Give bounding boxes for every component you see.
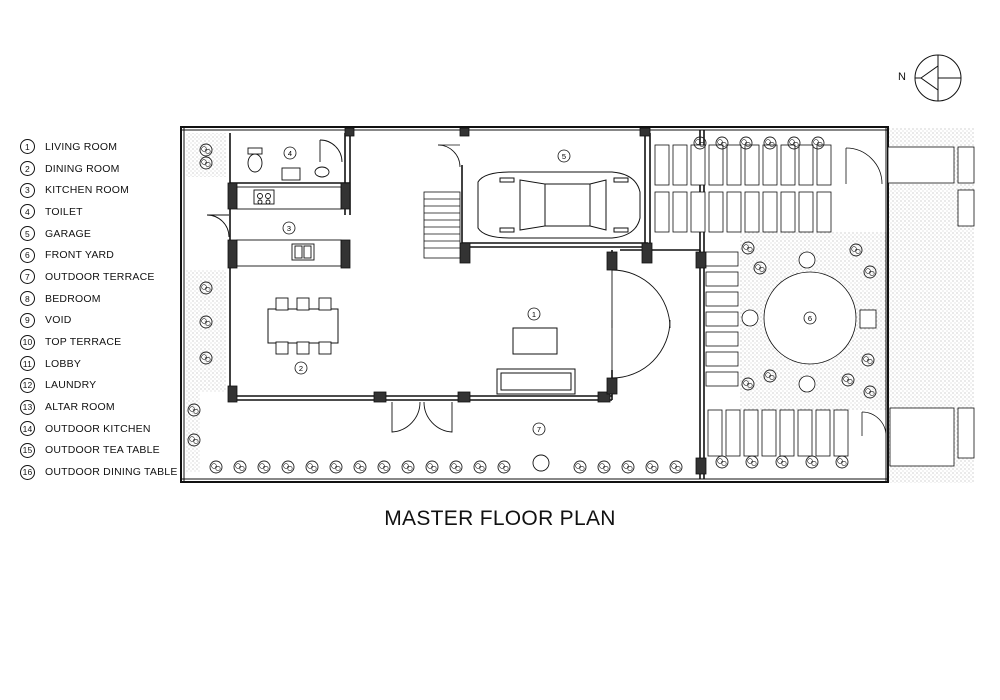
legend-number: 8 <box>20 291 35 307</box>
staircase <box>423 144 461 259</box>
legend-item: 6 FRONT YARD <box>20 244 185 266</box>
legend-number: 1 <box>20 139 35 155</box>
legend-number: 11 <box>20 356 35 372</box>
room-tag-terrace: 7 <box>537 425 541 434</box>
legend-label: ALTAR ROOM <box>45 401 115 414</box>
legend-label: GARAGE <box>45 227 92 240</box>
legend-label: OUTDOOR TEA TABLE <box>45 444 160 457</box>
legend-item: 15 OUTDOOR TEA TABLE <box>20 440 185 462</box>
legend-number: 15 <box>20 442 35 458</box>
interior-walls <box>229 130 705 479</box>
planter-bottom-left <box>186 392 200 472</box>
legend-label: KITCHEN ROOM <box>45 184 130 197</box>
legend-item: 4 TOILET <box>20 201 185 223</box>
legend-label: OUTDOOR KITCHEN <box>45 422 151 435</box>
terrace-basin <box>532 454 550 472</box>
legend-number: 3 <box>20 182 35 198</box>
legend-label: DINING ROOM <box>45 162 120 175</box>
legend-number: 6 <box>20 247 35 263</box>
room-tag-living: 1 <box>532 310 536 319</box>
legend-item: 3 KITCHEN ROOM <box>20 179 185 201</box>
legend-label: OUTDOOR TERRACE <box>45 270 155 283</box>
legend-item: 10 TOP TERRACE <box>20 331 185 353</box>
legend-item: 7 OUTDOOR TERRACE <box>20 266 185 288</box>
plan-title: MASTER FLOOR PLAN <box>384 507 616 530</box>
doors <box>391 269 671 433</box>
legend-label: BEDROOM <box>45 292 101 305</box>
planter-top-left <box>186 133 226 177</box>
legend-number: 2 <box>20 161 35 177</box>
legend-item: 12 LAUNDRY <box>20 375 185 397</box>
legend-item: 16 OUTDOOR DINING TABLE <box>20 461 185 483</box>
dining-set <box>267 297 339 355</box>
legend-number: 16 <box>20 464 35 480</box>
north-label: N <box>898 71 906 83</box>
room-tag-front-yard: 6 <box>808 314 812 323</box>
legend-item: 1 LIVING ROOM <box>20 136 185 158</box>
legend-item: 8 BEDROOM <box>20 288 185 310</box>
room-tags: 1 2 3 4 5 6 7 <box>282 146 817 436</box>
legend-label: VOID <box>45 314 72 327</box>
legend-number: 14 <box>20 421 35 437</box>
car <box>477 171 641 239</box>
room-tag-kitchen: 3 <box>287 224 291 233</box>
legend-label: OUTDOOR DINING TABLE <box>45 466 178 479</box>
legend-label: FRONT YARD <box>45 249 115 262</box>
legend-number: 13 <box>20 399 35 415</box>
north-arrow-icon <box>914 54 962 102</box>
legend-item: 9 VOID <box>20 310 185 332</box>
legend-label: LAUNDRY <box>45 379 97 392</box>
legend-label: TOP TERRACE <box>45 336 122 349</box>
legend-label: LIVING ROOM <box>45 140 118 153</box>
legend-label: TOILET <box>45 205 83 218</box>
kitchen-counters <box>206 186 342 267</box>
legend-number: 9 <box>20 312 35 328</box>
legend-label: LOBBY <box>45 357 82 370</box>
legend-number: 4 <box>20 204 35 220</box>
room-tag-dining: 2 <box>299 364 303 373</box>
living-furniture <box>496 327 576 395</box>
toilet-fixtures <box>247 139 343 181</box>
outer-boundary-wall <box>180 126 889 483</box>
room-tag-toilet: 4 <box>288 149 292 158</box>
legend-item: 11 LOBBY <box>20 353 185 375</box>
legend-number: 12 <box>20 377 35 393</box>
legend-item: 2 DINING ROOM <box>20 158 185 180</box>
legend-item: 13 ALTAR ROOM <box>20 396 185 418</box>
yard-paving <box>654 144 975 467</box>
legend-number: 7 <box>20 269 35 285</box>
room-tag-garage: 5 <box>562 152 566 161</box>
legend-item: 5 GARAGE <box>20 223 185 245</box>
columns <box>227 127 707 475</box>
legend-number: 10 <box>20 334 35 350</box>
legend-number: 5 <box>20 226 35 242</box>
legend-item: 14 OUTDOOR KITCHEN <box>20 418 185 440</box>
